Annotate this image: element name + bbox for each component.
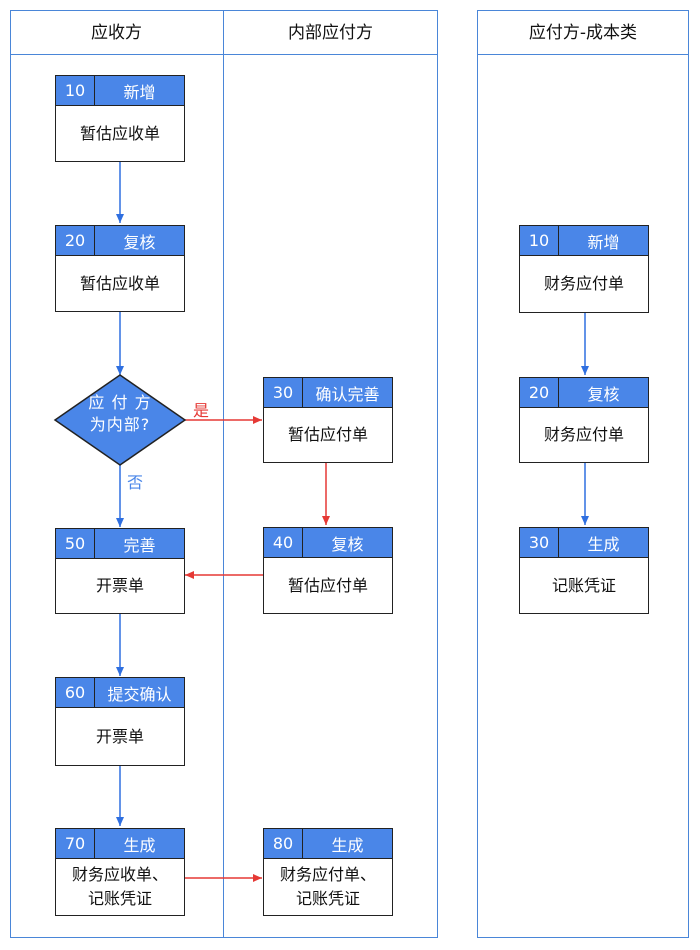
node-header: 20 复核 <box>56 226 184 256</box>
step-action: 新增 <box>123 82 156 102</box>
step-document: 记账凭证 <box>551 575 616 595</box>
step-number: 50 <box>56 529 95 558</box>
step-action: 新增 <box>587 232 620 252</box>
node-header: 80 生成 <box>264 829 392 859</box>
node-ar60: 60 提交确认 开票单 <box>55 677 185 766</box>
lane-title-cost-payable: 应付方-成本类 <box>528 23 638 43</box>
decision-yes-label: 是 <box>193 401 210 420</box>
step-document: 开票单 <box>95 576 144 595</box>
step-number: 30 <box>264 378 303 407</box>
step-document: 财务应付单 <box>543 425 624 444</box>
step-action: 复核 <box>587 384 620 404</box>
step-action: 生成 <box>331 835 364 855</box>
step-document: 暂估应付单 <box>287 575 368 595</box>
node-header: 40 复核 <box>264 528 392 558</box>
node-ip30: 30 确认完善 暂估应付单 <box>263 377 393 463</box>
node-ip80: 80 生成 财务应付单、 记账凭证 <box>263 828 393 916</box>
node-header: 10 新增 <box>520 226 648 256</box>
step-number: 10 <box>520 226 559 255</box>
node-header: 60 提交确认 <box>56 678 184 708</box>
node-cp10: 10 新增 财务应付单 <box>519 225 649 313</box>
node-ip40: 40 复核 暂估应付单 <box>263 527 393 614</box>
node-header: 30 确认完善 <box>264 378 392 408</box>
node-cp30: 30 生成 记账凭证 <box>519 527 649 614</box>
step-action: 确认完善 <box>315 384 380 404</box>
step-action: 提交确认 <box>107 684 172 704</box>
step-number: 20 <box>56 226 95 255</box>
node-header: 10 新增 <box>56 76 184 106</box>
step-number: 70 <box>56 829 95 858</box>
step-action: 复核 <box>331 534 364 554</box>
lane-header-line-right <box>477 54 689 55</box>
step-document: 暂估应收单 <box>79 273 160 293</box>
step-action: 生成 <box>123 835 156 855</box>
lane-header-line-left <box>10 54 438 55</box>
step-document: 财务应收单、 记账凭证 <box>71 865 168 908</box>
step-number: 20 <box>520 378 559 407</box>
step-number: 10 <box>56 76 95 105</box>
node-header: 20 复核 <box>520 378 648 408</box>
lane-title-internal-payable: 内部应付方 <box>288 23 373 43</box>
step-number: 60 <box>56 678 95 707</box>
node-cp20: 20 复核 财务应付单 <box>519 377 649 463</box>
decision-diamond <box>53 374 187 466</box>
step-number: 40 <box>264 528 303 557</box>
step-document: 开票单 <box>95 726 144 746</box>
step-document: 暂估应收单 <box>79 123 160 143</box>
step-number: 80 <box>264 829 303 858</box>
step-document: 财务应付单、 记账凭证 <box>279 865 376 908</box>
node-ar50: 50 完善 开票单 <box>55 528 185 614</box>
node-header: 50 完善 <box>56 529 184 559</box>
lane-title-receivable: 应收方 <box>91 23 142 43</box>
node-header: 70 生成 <box>56 829 184 859</box>
step-number: 30 <box>520 528 559 557</box>
step-document: 财务应付单 <box>543 274 624 293</box>
step-action: 复核 <box>123 232 156 252</box>
lane-divider <box>223 10 224 937</box>
step-document: 暂估应付单 <box>287 425 368 444</box>
lane-frame-right <box>477 10 689 938</box>
decision-no-label: 否 <box>127 473 144 492</box>
step-action: 完善 <box>123 535 156 555</box>
lane-frame-left <box>10 10 438 938</box>
step-action: 生成 <box>587 534 620 554</box>
node-header: 30 生成 <box>520 528 648 558</box>
node-ar20: 20 复核 暂估应收单 <box>55 225 185 312</box>
decision-text: 应 付 方 为内部? <box>88 393 152 434</box>
node-ar10: 10 新增 暂估应收单 <box>55 75 185 162</box>
node-ar70: 70 生成 财务应收单、 记账凭证 <box>55 828 185 916</box>
